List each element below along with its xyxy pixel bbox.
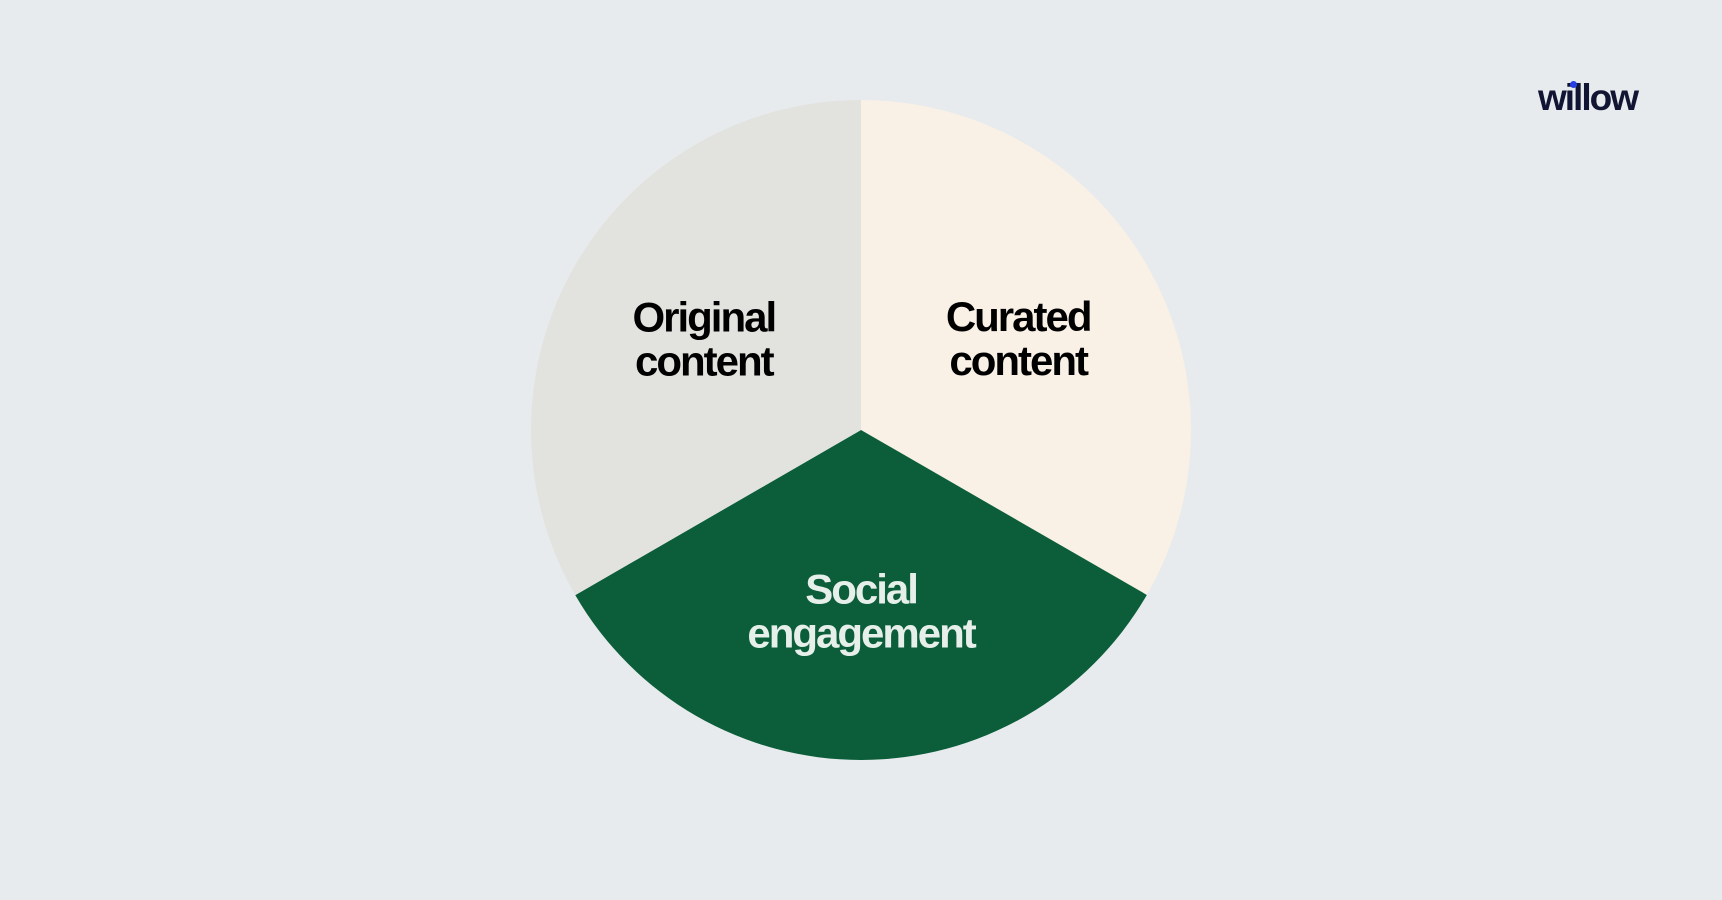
pie-slice-curated-content [861, 100, 1191, 595]
logo-wordmark: willow [1538, 77, 1639, 118]
slice-label-line: content [949, 337, 1089, 384]
slice-label-line: Original [632, 293, 775, 340]
slice-label-line: Curated [946, 293, 1091, 340]
pie-slices [530, 100, 1191, 760]
slice-label-line: Social [805, 566, 917, 613]
pie-slice-original-content [530, 100, 861, 596]
pie-slice-social-engagement [575, 430, 1147, 760]
slice-label-line: engagement [747, 610, 976, 657]
willow-logo: willow [1538, 76, 1646, 120]
slice-label-line: content [635, 337, 775, 384]
logo-dot-icon [1570, 81, 1577, 88]
